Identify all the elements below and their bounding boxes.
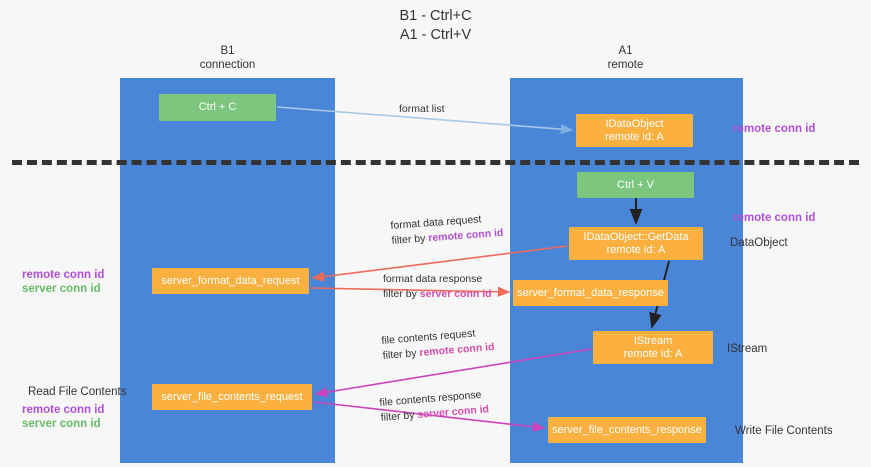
node-server-file-contents-request-label: server_file_contents_request [161,390,303,403]
node-server-file-contents-request[interactable]: server_file_contents_request [152,384,312,410]
node-ctrl-v-label: Ctrl + V [617,178,654,191]
node-server-format-data-response[interactable]: server_format_data_response [513,280,668,306]
filter-prefix: filter by [380,408,418,424]
node-ctrl-c[interactable]: Ctrl + C [159,94,276,121]
label-left-conn-ids-2: remote conn id server conn id [22,403,104,431]
edge-label-format-data-response-text: format data response [383,273,483,285]
node-server-file-contents-response-label: server_file_contents_response [552,423,702,436]
edge-label-format-data-response-filter: filter by server conn id [383,287,492,302]
column-header-a1-name: A1 [618,45,633,57]
node-server-format-data-request-label: server_format_data_request [161,274,300,287]
label-left-remote-conn-id-1: remote conn id [22,269,105,281]
label-left-server-conn-id-2: server conn id [22,418,101,430]
title-line-1: B1 - Ctrl+C [399,8,472,24]
node-server-format-data-response-label: server_format_data_response [517,286,664,299]
node-idataobject-line1: IDataObject [605,117,664,130]
node-server-file-contents-response[interactable]: server_file_contents_response [548,417,706,443]
filter-key-server-conn-id: server conn id [419,288,492,300]
label-write-file-contents: Write File Contents [735,425,833,437]
node-idataobject[interactable]: IDataObject remote id: A [576,114,693,147]
node-getdata-line2: remote id: A [606,243,666,256]
filter-prefix: filter by [391,232,429,247]
column-header-b1: B1 connection [150,44,305,72]
edge-label-format-data-response: format data response filter by server co… [383,272,492,302]
label-dataobject: DataObject [730,237,788,249]
node-istream-line2: remote id: A [623,347,683,360]
filter-prefix: filter by [382,346,420,362]
label-remote-conn-id-mid: remote conn id [733,212,816,224]
label-istream: IStream [727,343,768,355]
label-read-file-contents: Read File Contents [28,386,127,398]
node-getdata-line1: IDataObject::GetData [583,230,689,243]
column-header-b1-sub: connection [199,59,256,71]
label-left-server-conn-id-1: server conn id [22,283,101,295]
column-header-a1-sub: remote [607,59,644,71]
column-header-a1: A1 remote [548,44,703,72]
node-idataobject-getdata[interactable]: IDataObject::GetData remote id: A [569,227,703,260]
phase-divider [12,160,859,165]
title-line-2: A1 - Ctrl+V [399,27,472,43]
label-left-conn-ids-1: remote conn id server conn id [22,268,104,296]
filter-key-remote-conn-id: remote conn id [427,226,504,245]
edge-label-format-data-request: format data request filter by remote con… [390,211,504,249]
filter-prefix: filter by [383,288,420,300]
label-left-remote-conn-id-2: remote conn id [22,404,105,416]
edge-label-file-contents-response: file contents response filter by server … [379,387,490,426]
column-header-b1-name: B1 [220,45,235,57]
node-ctrl-v[interactable]: Ctrl + V [577,172,694,198]
node-idataobject-line2: remote id: A [605,130,664,143]
edge-label-format-list: format list [399,102,445,117]
page-title: B1 - Ctrl+C A1 - Ctrl+V [0,7,871,45]
node-istream-line1: IStream [633,334,673,347]
edge-label-file-contents-request: file contents request filter by remote c… [381,325,495,364]
node-ctrl-c-label: Ctrl + C [198,101,237,113]
node-istream[interactable]: IStream remote id: A [593,331,713,364]
label-remote-conn-id-top: remote conn id [733,123,816,135]
edge-label-format-list-text: format list [399,103,445,115]
node-server-format-data-request[interactable]: server_format_data_request [152,268,309,294]
